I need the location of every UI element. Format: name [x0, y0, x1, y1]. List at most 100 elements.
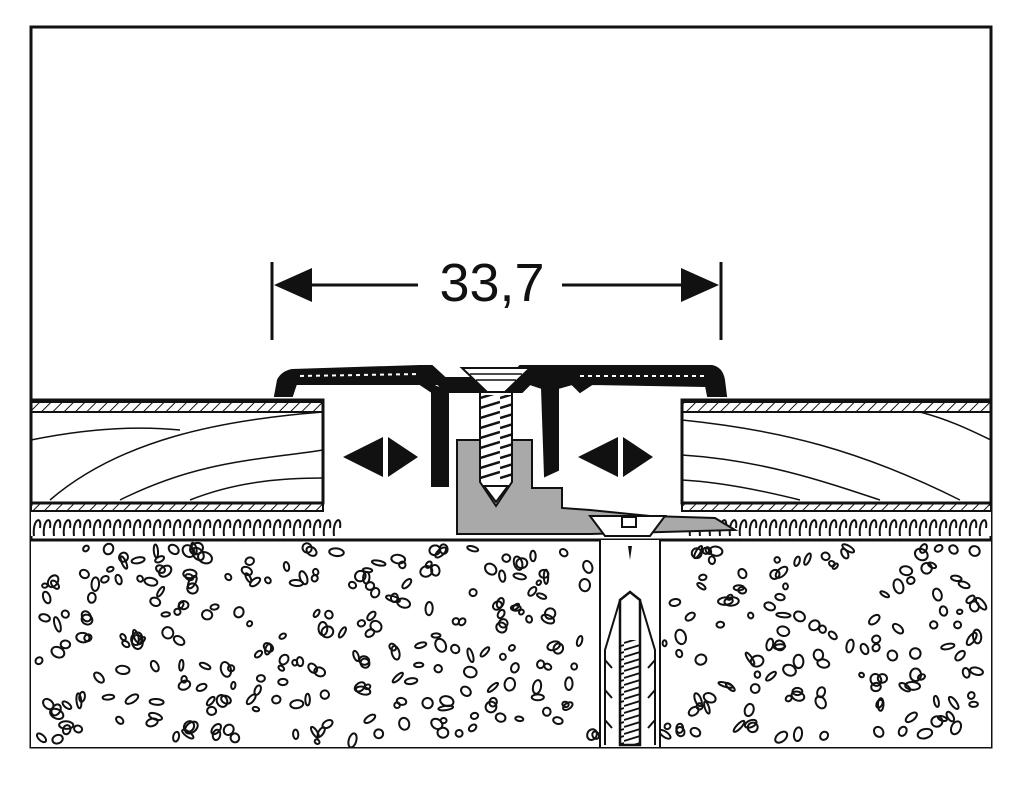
pebble	[498, 652, 507, 661]
pebble	[732, 584, 745, 592]
pebble	[210, 722, 222, 736]
pebble	[178, 658, 185, 672]
pebble	[277, 677, 289, 687]
pebble	[430, 563, 441, 577]
pebble	[969, 666, 984, 676]
pebble	[913, 547, 929, 562]
pebble	[38, 613, 51, 623]
pebble	[868, 613, 881, 626]
pebble	[401, 578, 413, 590]
pebble	[434, 637, 448, 653]
pebble	[240, 565, 253, 577]
pebble	[974, 596, 988, 611]
pebble	[82, 544, 90, 553]
pebble	[689, 726, 702, 738]
pebble	[160, 611, 171, 618]
pebble	[114, 573, 123, 586]
pebble	[871, 643, 881, 653]
pebble	[876, 697, 885, 712]
pebble	[535, 579, 543, 586]
pebble	[313, 666, 327, 678]
pebble	[562, 701, 574, 711]
pebble	[663, 722, 672, 731]
pebble	[189, 541, 204, 556]
pebble	[244, 572, 253, 584]
right-double-arrow-icon	[578, 437, 653, 477]
pebble	[828, 559, 836, 568]
pebble	[776, 625, 791, 637]
pebble	[891, 622, 905, 635]
pebble	[337, 626, 347, 639]
pebble	[512, 555, 524, 571]
pebble	[466, 545, 480, 553]
pebble	[206, 705, 218, 716]
pebble	[398, 560, 407, 570]
pebble	[49, 707, 65, 721]
pebble	[531, 679, 543, 695]
pebble	[950, 574, 963, 583]
pebble	[282, 561, 291, 572]
pebble	[186, 582, 199, 595]
pebble	[393, 701, 401, 710]
pebble	[124, 693, 140, 705]
pebble	[775, 611, 792, 619]
pebble	[496, 608, 506, 620]
pebble	[115, 664, 131, 676]
pebble	[172, 730, 181, 743]
pebble	[870, 681, 882, 693]
pebble	[538, 568, 550, 579]
pebble	[693, 692, 703, 708]
pebble	[792, 726, 804, 743]
pebble	[858, 671, 865, 679]
pebble	[121, 639, 131, 649]
pebble	[774, 565, 789, 579]
pebble	[782, 582, 789, 591]
pebble	[703, 700, 711, 715]
wall-plug	[599, 540, 661, 747]
pebble	[305, 545, 318, 557]
pebble	[434, 546, 448, 559]
pebble	[313, 738, 321, 746]
pebble	[486, 681, 499, 693]
pebble	[430, 632, 442, 639]
pebble	[50, 645, 66, 659]
pebble	[80, 610, 92, 623]
pebble	[814, 695, 827, 710]
pebble	[702, 692, 717, 704]
pebble	[184, 573, 195, 582]
pebble	[78, 568, 90, 580]
pebble	[541, 706, 552, 717]
pebble	[818, 624, 827, 634]
pebble	[773, 556, 781, 564]
pebble	[479, 646, 491, 658]
pebble	[808, 619, 821, 632]
pebble	[253, 649, 264, 659]
pebble	[278, 632, 287, 640]
pebble	[723, 596, 740, 607]
pebble	[509, 662, 520, 674]
pebble	[319, 689, 330, 700]
pebble	[439, 716, 448, 725]
pebble	[312, 608, 321, 618]
pebble	[421, 696, 434, 710]
pebble	[34, 656, 44, 666]
pebble	[437, 704, 455, 712]
pebble	[968, 700, 979, 708]
pebble	[245, 693, 257, 706]
pebble	[156, 585, 166, 598]
pebble	[180, 675, 188, 684]
pebble	[947, 695, 960, 710]
pebble	[244, 556, 255, 566]
pebble	[101, 693, 116, 701]
pebble	[271, 694, 282, 705]
pebble	[675, 726, 686, 738]
pebble	[181, 728, 195, 740]
pebble	[230, 680, 237, 691]
pebble	[904, 680, 921, 691]
pebble	[530, 693, 545, 702]
pebble	[772, 643, 787, 651]
pebble	[220, 694, 232, 705]
pebble	[304, 692, 311, 707]
pebble	[971, 628, 983, 645]
pebble	[763, 601, 777, 612]
